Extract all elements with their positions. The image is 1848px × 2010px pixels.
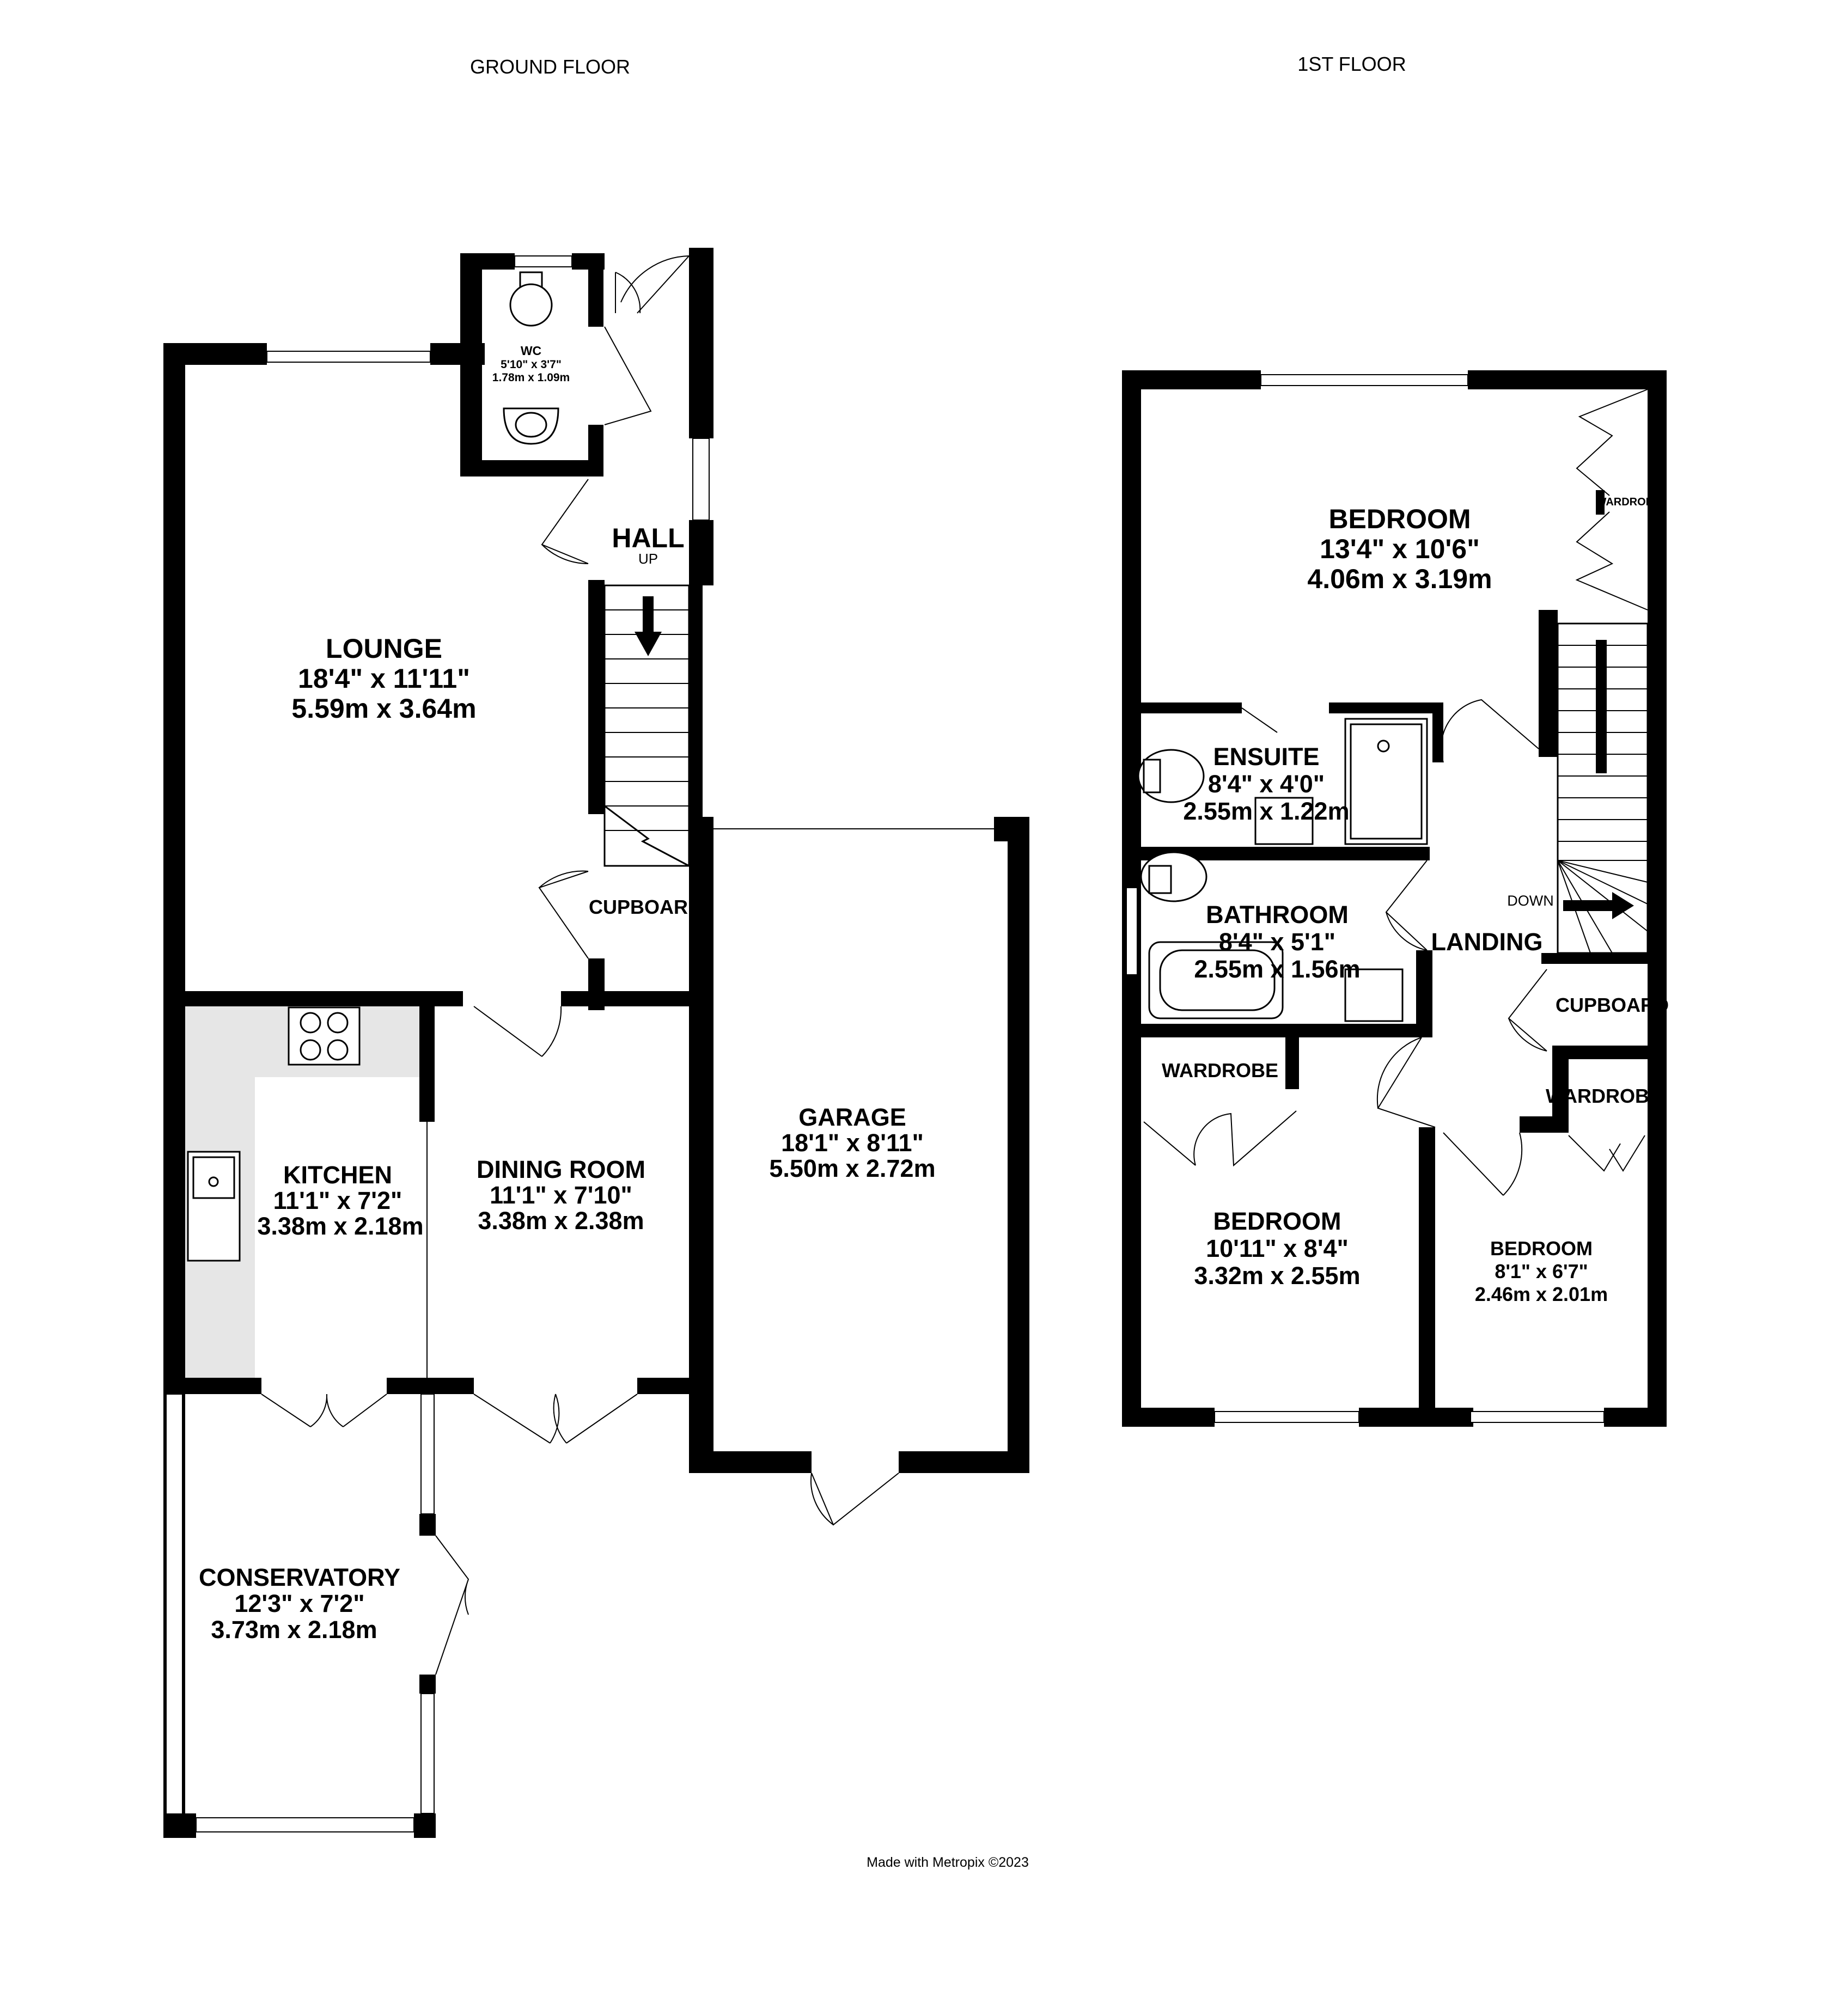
bedroom3-metric: 2.46m x 2.01m — [1475, 1283, 1608, 1305]
ground-stairs — [603, 584, 690, 867]
lounge-south-wall — [163, 991, 463, 1006]
wc-imperial: 5'10" x 3'7" — [501, 358, 562, 371]
wc-label: WC — [521, 344, 541, 358]
garage-imperial: 18'1" x 8'11" — [781, 1129, 924, 1157]
wc-window — [514, 255, 572, 267]
first-fixtures — [1137, 718, 1428, 1022]
ensuite-label: ENSUITE — [1213, 743, 1319, 771]
dining-imperial: 11'1" x 7'10" — [490, 1181, 632, 1209]
wardrobe3-label: WARDROBE — [1546, 1085, 1662, 1107]
dining-metric: 3.38m x 2.38m — [478, 1207, 644, 1235]
bedroom3-imperial: 8'1" x 6'7" — [1495, 1260, 1588, 1282]
ground-doors — [261, 255, 899, 1675]
first-cupboard-label: CUPBOARD — [1556, 994, 1669, 1016]
bedroom2-imperial: 10'11" x 8'4" — [1206, 1235, 1349, 1262]
bedroom1-imperial: 13'4" x 10'6" — [1320, 534, 1480, 564]
conservatory-south-window — [196, 1817, 414, 1832]
hob-icon — [288, 1006, 361, 1066]
first-doors — [1143, 389, 1648, 1196]
ground-floor-plan — [163, 248, 1029, 1838]
garage-east-wall — [1008, 817, 1029, 1473]
ensuite-metric: 2.55m x 1.22m — [1183, 797, 1349, 825]
garage-label: GARAGE — [798, 1103, 906, 1131]
ground-cupboard-label: CUPBOARD — [589, 896, 702, 918]
first-east-wall — [1648, 370, 1667, 1427]
first-stairs — [1557, 622, 1649, 954]
kitchen-label: KITCHEN — [283, 1161, 392, 1189]
lounge-metric: 5.59m x 3.64m — [291, 693, 476, 724]
lounge-imperial: 18'4" x 11'11" — [298, 663, 470, 694]
ensuite-imperial: 8'4" x 4'0" — [1208, 770, 1325, 798]
ground-floor-labels: WC 5'10" x 3'7" 1.78m x 1.09m HALL UP LO… — [199, 344, 936, 1644]
stairs-down-arrow-icon — [1563, 900, 1615, 911]
kitchen-fixtures — [187, 1006, 361, 1262]
lounge-label: LOUNGE — [326, 633, 442, 664]
ensuite-basin-icon — [1254, 797, 1314, 845]
landing-label: LANDING — [1431, 928, 1543, 956]
bathroom-label: BATHROOM — [1206, 901, 1349, 928]
stairs-arrow-icon — [643, 596, 654, 634]
kitchen-imperial: 11'1" x 7'2" — [273, 1187, 402, 1214]
bathroom-window — [1126, 887, 1138, 975]
garage-metric: 5.50m x 2.72m — [769, 1154, 935, 1182]
hall-label: HALL — [612, 523, 684, 553]
bedroom2-label: BEDROOM — [1213, 1207, 1341, 1235]
bathroom-metric: 2.55m x 1.56m — [1194, 955, 1360, 983]
bathroom-imperial: 8'4" x 5'1" — [1219, 928, 1335, 956]
wc-west-wall — [460, 253, 482, 476]
conservatory-label: CONSERVATORY — [199, 1563, 400, 1591]
conservatory-metric: 3.73m x 2.18m — [211, 1616, 377, 1644]
credit-text: Made with Metropix ©2023 — [867, 1855, 1029, 1870]
bedroom1-window — [1260, 374, 1468, 386]
hall-window — [692, 438, 710, 521]
bedroom2-window — [1214, 1411, 1359, 1423]
bedroom2-metric: 3.32m x 2.55m — [1194, 1262, 1360, 1290]
conservatory-imperial: 12'3" x 7'2" — [234, 1590, 364, 1617]
bathroom-basin-icon — [1344, 968, 1404, 1022]
wardrobe1-label: WARDROBE — [1596, 496, 1661, 508]
bedroom1-metric: 4.06m x 3.19m — [1307, 564, 1492, 594]
lounge-window — [266, 351, 431, 363]
conservatory-west-window — [166, 1394, 183, 1828]
first-floor-labels: BEDROOM 13'4" x 10'6" 4.06m x 3.19m WARD… — [1162, 496, 1669, 1305]
hall-east-wall — [689, 248, 713, 438]
dining-label: DINING ROOM — [477, 1156, 645, 1183]
hall-up-label: UP — [638, 551, 658, 567]
landing-down-label: DOWN — [1507, 893, 1553, 909]
kitchen-counter — [185, 1004, 419, 1385]
bedroom1-label: BEDROOM — [1328, 504, 1471, 534]
bedroom3-label: BEDROOM — [1490, 1237, 1593, 1260]
wc-metric: 1.78m x 1.09m — [492, 371, 570, 384]
wc-fixtures — [503, 271, 559, 445]
first-floor-title: 1ST FLOOR — [1297, 53, 1406, 75]
wardrobe2-label: WARDROBE — [1162, 1059, 1278, 1082]
kitchen-metric: 3.38m x 2.18m — [257, 1212, 423, 1240]
first-floor-plan — [1122, 370, 1667, 1427]
ground-floor-title: GROUND FLOOR — [470, 56, 630, 78]
bedroom3-window — [1470, 1411, 1605, 1423]
